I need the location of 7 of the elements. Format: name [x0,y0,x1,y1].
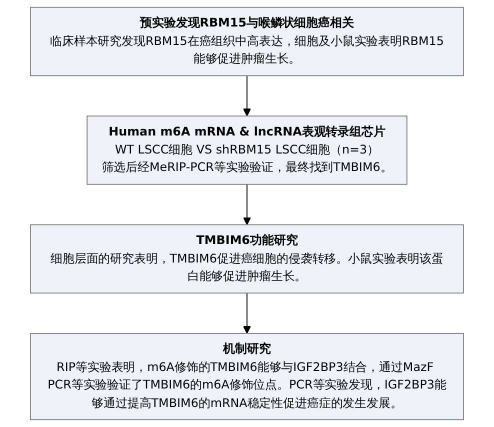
arrow [242,292,252,334]
node-box: Human m6A mRNA & lncRNA表观转录组芯片 WT LSCC细胞 VS shRBM15 LSCC细胞（n=3） 筛选后经MeRIP-PCR等实验验证，最终找到TMBIM6。 [86,116,408,185]
node-box: 预实验发现RBM15与喉鳞状细胞癌相关 临床样本研究发现RBM15在癌组织中高表达，细胞及小鼠实验表明RBM15能够促进肿瘤生长。 [30,6,464,76]
node-box: TMBIM6功能研究 细胞层面的研究表明，TMBIM6促进癌细胞的侵袭转移。小鼠实验表明该蛋白能够促进肿瘤生长。 [30,224,464,294]
arrow [242,75,252,116]
arrow [242,184,252,226]
node-box: 机制研究 RIP等实验表明，m6A修饰的TMBIM6能够与IGF2BP3结合，通过MazF PCR等实验验证了TMBIM6的m6A修饰位点。PCR等实验发现，IGF2BP3能够通过提高TMBIM6的mRNA稳定性促进癌症的发生发展。 [30,332,464,420]
